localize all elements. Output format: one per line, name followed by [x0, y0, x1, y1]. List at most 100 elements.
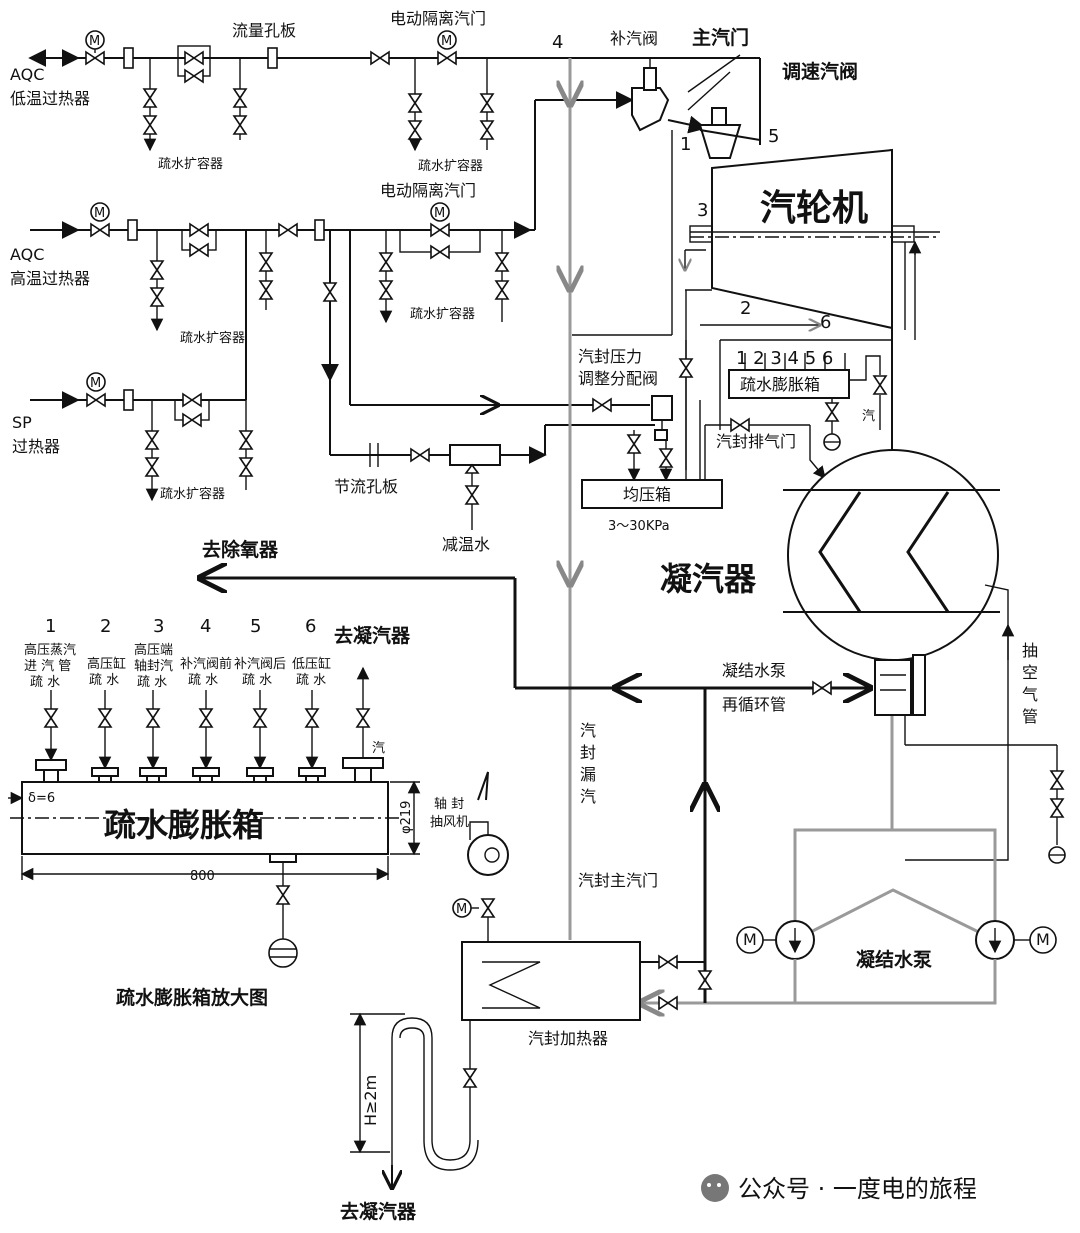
- valve-icon: [658, 955, 678, 969]
- motor-valve-icon: [437, 51, 457, 65]
- motor-letter: M: [456, 902, 467, 917]
- seal-leak-label-1: 汽: [580, 721, 596, 740]
- seal-supply-lines: [321, 230, 655, 530]
- bypass-valve-icon: [182, 413, 202, 427]
- condenser-label: 凝汽器: [660, 560, 757, 598]
- tank-inlet-line: 疏 水: [89, 673, 119, 688]
- tank-inlet-num: 5: [250, 616, 261, 637]
- tank-inlet-line: 疏 水: [296, 673, 326, 688]
- valve-icon: [481, 898, 495, 918]
- tank-title: 疏水膨胀箱: [104, 806, 264, 844]
- bypass-valve-icon: [430, 245, 450, 259]
- turbine-num-3: 3: [697, 200, 708, 221]
- governor-valve-icon: [698, 124, 742, 159]
- wechat-icon: [701, 1174, 729, 1202]
- drain-valve-icon: [480, 93, 494, 113]
- turbine-num-6: 6: [820, 312, 831, 333]
- turbine-num-1: 1: [680, 134, 691, 155]
- seal-leak-label-2: 封: [580, 743, 596, 762]
- valve-icon: [627, 434, 641, 454]
- seal-pressure-label-2: 调整分配阀: [578, 369, 658, 388]
- drain-valve-icon: [150, 287, 164, 307]
- tank-inlet-line: 轴封汽: [134, 659, 173, 674]
- aqc-low-label-2: 低温过热器: [10, 89, 90, 108]
- tank-inlet-num: 6: [305, 616, 316, 637]
- throttle-orifice-label: 节流孔板: [334, 477, 398, 496]
- valve-icon: [698, 970, 712, 990]
- tank-inlet-line: 疏 水: [30, 675, 60, 690]
- motor-valve-icon: [90, 223, 110, 237]
- flange-icon: [123, 47, 134, 69]
- shaft-fan-icon: [467, 834, 509, 876]
- shaft-fan-label-2: 抽风机: [430, 815, 469, 830]
- seal-main-valve-label: 汽封主汽门: [578, 871, 658, 890]
- motor-letter: M: [90, 376, 101, 391]
- drain-valve-icon: [495, 280, 509, 300]
- tank-inlet-line: 疏 水: [137, 675, 167, 690]
- aqc-high-line: [30, 91, 634, 332]
- main-valve-label: 主汽门: [692, 26, 749, 49]
- drain-valve-icon: [379, 252, 393, 272]
- tank-inlet-line: 疏 水: [242, 673, 272, 688]
- drain-valve-icon: [408, 120, 422, 140]
- main-valve-icon: [631, 87, 670, 132]
- valve-icon: [825, 402, 839, 422]
- equalizer-label: 均压箱: [623, 485, 671, 504]
- turbine-body: [711, 148, 893, 330]
- valve-icon: [253, 708, 267, 728]
- drain-valve-icon: [233, 88, 247, 108]
- tank-inlet-line: 疏 水: [188, 673, 218, 688]
- valve-icon: [465, 485, 479, 505]
- valve-icon: [679, 358, 693, 378]
- drain-valve-icon: [239, 457, 253, 477]
- drain-valve-icon: [495, 252, 509, 272]
- valve-icon: [592, 398, 612, 412]
- seal-heater-label: 汽封加热器: [528, 1029, 608, 1048]
- watermark: 公众号 · 一度电的旅程: [701, 1174, 977, 1203]
- tank-inlet-line: 低压缸: [292, 656, 331, 672]
- recirc-label-1: 凝结水泵: [722, 661, 786, 680]
- valve-icon: [659, 448, 673, 468]
- valve-icon: [1050, 798, 1064, 818]
- motor-letter: M: [94, 206, 105, 221]
- drain-valve-icon: [259, 280, 273, 300]
- turbine-group: [631, 54, 940, 455]
- seal-vent-label: 汽封排气门: [716, 432, 796, 451]
- flange-icon: [127, 219, 138, 241]
- tank-steam-label: 汽: [372, 741, 385, 756]
- air-label-1: 抽: [1022, 641, 1038, 660]
- deaerator-line: [200, 578, 870, 1010]
- tank-inlet-line: 高压蒸汽: [24, 642, 76, 658]
- seal-heater-group: [350, 771, 641, 1188]
- flow-orifice-icon: [267, 47, 278, 69]
- recirc-valve-icon: [812, 681, 832, 695]
- tank-inlet-line: 补汽阀后: [234, 657, 286, 672]
- tank-inlet-num: 3: [153, 616, 164, 637]
- valve-icon: [873, 375, 887, 395]
- condensate-pump-label: 凝结水泵: [856, 948, 932, 971]
- tank-inlet-num: 1: [45, 616, 56, 637]
- drain-exp-label-5: 疏水扩容器: [160, 486, 225, 502]
- motor-icon: [430, 202, 450, 222]
- to-deaerator-label: 去除氧器: [202, 538, 279, 561]
- equalizer-box: [581, 479, 723, 509]
- aqc-low-line: [28, 30, 761, 152]
- desuperheat-label: 减温水: [442, 535, 490, 554]
- valve-icon: [463, 1068, 477, 1088]
- valve-icon: [410, 448, 430, 462]
- drain-valve-icon: [259, 252, 273, 272]
- flange-icon: [123, 389, 134, 411]
- motor-icon: [86, 372, 106, 392]
- motor-valve-label-2: 电动隔离汽门: [380, 181, 476, 200]
- flow-orifice-label: 流量孔板: [232, 21, 296, 40]
- air-label-2: 空: [1022, 663, 1038, 682]
- drain-trap-icon: [268, 938, 298, 968]
- shaft-fan-label-1: 轴 封: [434, 797, 464, 812]
- tank-inlet-num: 2: [100, 616, 111, 637]
- drain-valve-icon: [408, 93, 422, 113]
- condenser-group: [783, 449, 1066, 864]
- motor-letter: M: [434, 206, 445, 221]
- flange-icon: [314, 219, 325, 241]
- valve-icon: [44, 708, 58, 728]
